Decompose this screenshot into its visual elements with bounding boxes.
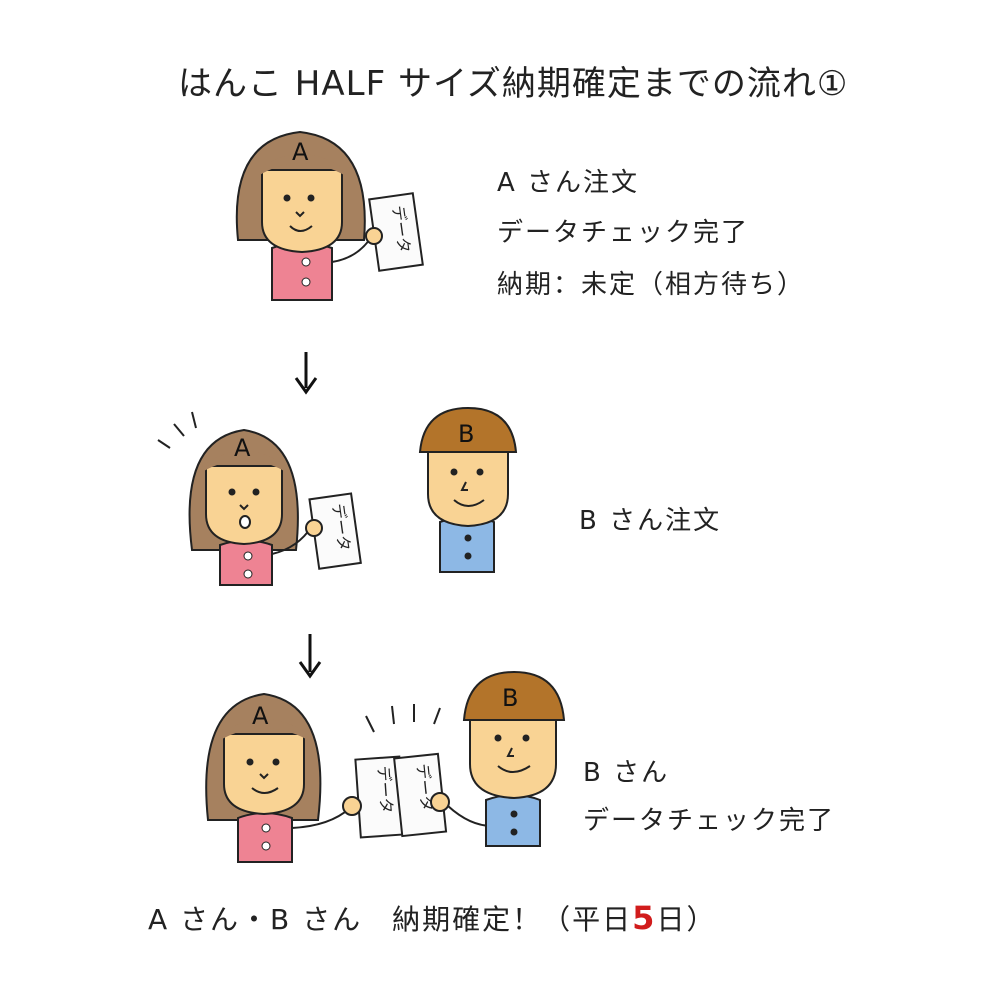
down-arrow-icon	[298, 634, 322, 679]
person-b-shirt	[485, 794, 541, 847]
step1-line2: データチェック完了	[497, 218, 750, 248]
data-paper: データ	[308, 492, 362, 570]
data-paper-a: データ	[354, 755, 406, 839]
person-b-letter: B	[458, 420, 474, 448]
final-prefix: A さん・B さん 納期確定！（平日	[148, 903, 633, 936]
person-a-scene3: A	[205, 692, 351, 863]
person-a-letter: A	[234, 434, 251, 462]
person-a-shirt	[237, 812, 293, 863]
data-paper: データ	[368, 192, 424, 272]
down-arrow-icon	[294, 352, 318, 395]
person-a-face	[205, 465, 283, 546]
page-title: はんこ HALF サイズ納期確定までの流れ①	[178, 64, 849, 104]
person-b-letter: B	[502, 684, 518, 712]
person-b-scene2: B	[418, 406, 518, 573]
person-a-scene2: A データ	[157, 411, 362, 586]
step1-line1: A さん注文	[497, 168, 640, 198]
step3-line1: B さん	[583, 758, 670, 788]
data-paper-b: データ	[393, 752, 448, 838]
person-a-shirt	[219, 539, 273, 586]
person-b-face	[427, 449, 509, 528]
person-a-face	[261, 169, 343, 254]
person-a-face	[223, 733, 305, 816]
person-b-hair	[462, 670, 566, 721]
final-result: A さん・B さん 納期確定！（平日5日）	[148, 898, 716, 938]
step3-line2: データチェック完了	[583, 806, 836, 836]
final-days: 5	[632, 899, 657, 937]
person-b-hair	[418, 406, 518, 453]
person-a-letter: A	[252, 702, 269, 730]
person-b-scene3: B	[447, 670, 566, 847]
final-suffix: 日）	[656, 903, 717, 936]
step1-line3: 納期：未定（相方待ち）	[497, 270, 806, 300]
step2-line1: B さん注文	[579, 506, 722, 536]
person-a-scene1: A データ	[235, 130, 424, 301]
celebration-marks	[365, 704, 441, 733]
person-a-letter: A	[292, 138, 309, 166]
svg-text:データ: データ	[374, 765, 396, 814]
